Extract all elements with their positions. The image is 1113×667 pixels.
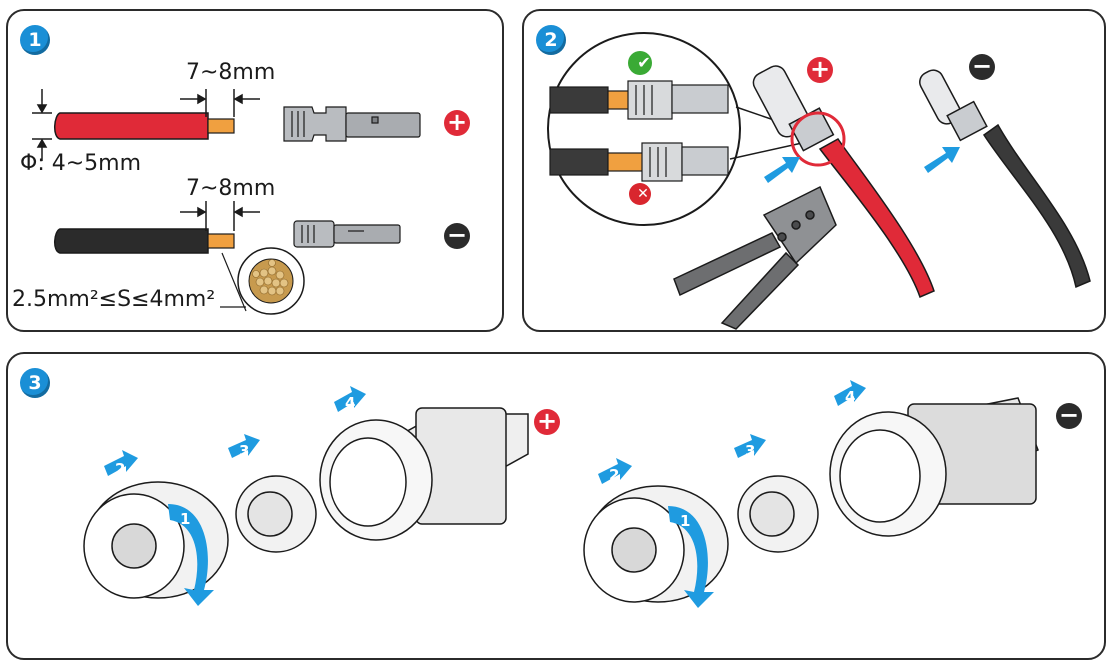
rotate-arrow-1-right bbox=[668, 506, 714, 608]
insert-arrow-right bbox=[924, 147, 960, 173]
minus-icon: − bbox=[969, 54, 995, 80]
cross-circle bbox=[629, 183, 651, 205]
panel-crimp-contact: 2 bbox=[522, 9, 1106, 332]
black-stripped-conductor bbox=[207, 233, 235, 249]
strip-length-label-red: 7~8mm bbox=[186, 60, 276, 85]
red-cable bbox=[54, 112, 235, 140]
plus-icon: + bbox=[444, 110, 470, 136]
minus-contact-socket bbox=[293, 220, 401, 248]
crimp-detail-magnifier bbox=[547, 32, 807, 226]
move-arrow-4-left bbox=[334, 386, 366, 412]
move-arrow-2-right bbox=[598, 458, 632, 484]
check-circle bbox=[628, 51, 652, 75]
strip-cable-drawing bbox=[32, 89, 421, 315]
check-icon: ✔ bbox=[637, 53, 651, 72]
arrow-label-1-left: 1 bbox=[180, 510, 191, 528]
arrow-label-1-right: 1 bbox=[680, 512, 691, 530]
arrow-label-3-left: 3 bbox=[239, 442, 250, 460]
move-arrow-4-right bbox=[834, 380, 866, 406]
crimping-tool bbox=[673, 185, 837, 330]
cross-icon: ✕ bbox=[637, 186, 649, 202]
minus-icon: − bbox=[444, 223, 470, 249]
conductor-cross-section-detail bbox=[220, 247, 305, 315]
strip-length-dimension-black bbox=[180, 201, 260, 231]
arrow-label-2-right: 2 bbox=[609, 466, 620, 484]
plus-icon: + bbox=[534, 409, 560, 435]
red-stripped-conductor bbox=[207, 118, 235, 134]
arrow-label-4-right: 4 bbox=[845, 388, 856, 406]
strip-length-label-black: 7~8mm bbox=[186, 176, 276, 201]
black-cable bbox=[54, 228, 235, 254]
correct-crimp bbox=[549, 80, 729, 120]
step-badge-1: 1 bbox=[20, 25, 50, 55]
move-arrow-3-right bbox=[734, 434, 766, 458]
arrow-label-4-left: 4 bbox=[345, 394, 356, 412]
diameter-label: Φ: 4~5mm bbox=[20, 151, 142, 176]
plus-contact-pin bbox=[283, 106, 421, 142]
crimp-zone-highlight bbox=[790, 111, 846, 167]
black-cable-with-socket bbox=[919, 69, 1091, 289]
plus-icon: + bbox=[807, 57, 833, 83]
step-badge-3: 3 bbox=[20, 368, 50, 398]
arrow-label-2-left: 2 bbox=[115, 460, 126, 478]
cross-section-label: 2.5mm²≤S≤4mm² bbox=[12, 287, 216, 312]
arrow-label-3-right: 3 bbox=[745, 442, 756, 460]
panel-strip-cable: 1 bbox=[6, 9, 504, 332]
plus-connector-assembly bbox=[83, 407, 529, 599]
assembly-drawing bbox=[83, 380, 1039, 608]
diameter-dimension bbox=[32, 89, 52, 161]
minus-icon: − bbox=[1056, 403, 1082, 429]
step-badge-2: 2 bbox=[536, 25, 566, 55]
wrong-crimp bbox=[549, 142, 729, 182]
move-arrow-2-left bbox=[104, 450, 138, 476]
move-arrow-3-left bbox=[228, 434, 260, 458]
insert-arrow-left bbox=[764, 157, 800, 183]
minus-connector-assembly bbox=[583, 397, 1039, 603]
rotate-arrow-1-left bbox=[168, 504, 214, 606]
strip-length-dimension-red bbox=[180, 89, 260, 117]
panel-assemble-connector: 3 bbox=[6, 352, 1106, 660]
crimp-drawing bbox=[547, 32, 1091, 330]
